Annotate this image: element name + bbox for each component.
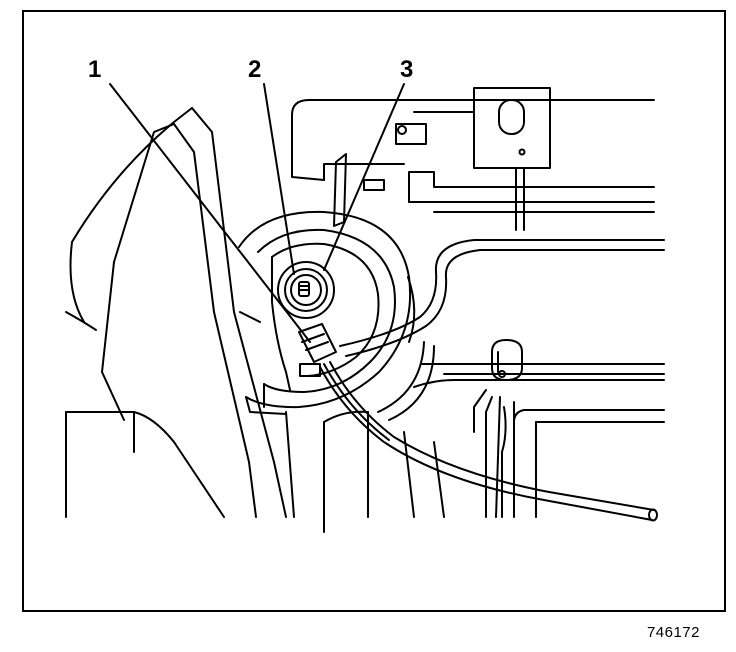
- tank-bracket: [473, 389, 665, 518]
- fuel-lines: [339, 239, 665, 421]
- callout-2: 2: [248, 56, 262, 83]
- leader-2: [263, 83, 295, 275]
- leader-3: [323, 83, 405, 271]
- callout-3: 3: [400, 56, 414, 83]
- fuel-tank-right: [285, 363, 665, 533]
- fuel-tank-illustration: [65, 83, 665, 533]
- leader-1: [109, 83, 311, 343]
- fuel-pump-module: [238, 210, 416, 415]
- body-panel: [291, 99, 655, 213]
- fuel-tank-left: [65, 107, 287, 518]
- wire-harness: [319, 361, 658, 522]
- callout-1: 1: [88, 56, 102, 83]
- mounting-bracket: [413, 87, 551, 231]
- electrical-connector: [298, 323, 337, 377]
- figure-number: 746172: [646, 624, 700, 641]
- illustration-frame: 1 2 3: [22, 10, 726, 612]
- fuel-outlet-fitting: [277, 261, 335, 319]
- panel-fastener: [395, 123, 427, 145]
- mounting-stud: [491, 339, 523, 381]
- callout-leaders: [109, 83, 405, 343]
